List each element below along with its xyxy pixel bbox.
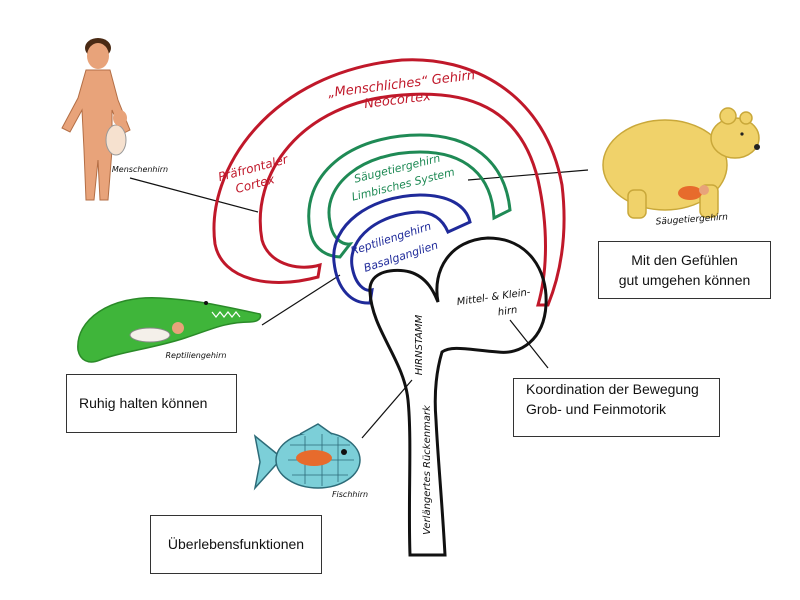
bear-illustration — [602, 107, 760, 219]
fish-caption: Fischhirn — [332, 490, 368, 499]
brainstem-outline — [368, 236, 548, 557]
emotions-box-line1: Mit den Gefühlen — [631, 251, 738, 268]
human-illustration — [61, 38, 131, 201]
neocortex-outline — [212, 58, 566, 307]
medulla-label: Verlängertes Rückenmark — [422, 404, 433, 535]
survival-box: Überlebensfunktionen — [150, 515, 322, 574]
connector-fish-brainstem — [361, 379, 413, 439]
human-child-head — [113, 110, 127, 126]
brainstem-label: HIRNSTAMM — [414, 314, 425, 375]
bear-leg-back — [627, 189, 647, 219]
calm-box-text: Ruhig halten können — [79, 395, 208, 412]
emotions-box-line2: gut umgehen können — [618, 272, 751, 288]
emotions-box: Mit den Gefühlen gut umgehen können — [598, 241, 771, 299]
bear-caption: Säugetiergehirn — [655, 212, 728, 227]
motor-box-line1: Koordination der Bewegung — [526, 381, 699, 397]
crocodile-caption: Reptiliengehirn — [165, 351, 226, 360]
fish-tail — [253, 434, 284, 491]
human-caption: Menschenhirn — [112, 165, 168, 174]
bear-ear — [719, 107, 737, 125]
fish-fin — [299, 423, 333, 435]
human-body — [61, 69, 131, 201]
limbic-outline — [307, 133, 512, 259]
bear-eye — [740, 132, 744, 136]
crocodile-eye — [204, 301, 208, 305]
connector-croc-reptile — [261, 274, 341, 326]
connector-human-prefrontal — [129, 177, 259, 213]
bear-nose — [754, 144, 760, 150]
crocodile-child — [129, 327, 171, 343]
survival-box-text: Überlebensfunktionen — [167, 536, 305, 553]
bear-child — [678, 186, 702, 200]
connector-bear-limbic — [467, 169, 589, 181]
bear-head — [710, 117, 760, 159]
cerebellum-label-2: hirn — [497, 305, 518, 319]
crocodile-teeth — [211, 311, 241, 318]
motor-box: Koordination der Bewegung Grob- und Fein… — [513, 378, 720, 437]
cerebellum-label-1: Mittel- & Klein- — [456, 287, 531, 308]
human-child — [105, 124, 127, 156]
fish-illustration — [253, 423, 361, 491]
crocodile-body — [77, 297, 262, 363]
crocodile-illustration — [77, 297, 262, 363]
bear-child-head — [699, 185, 709, 195]
crocodile-child-head — [172, 322, 184, 334]
human-head — [87, 43, 109, 69]
motor-box-line2: Grob- und Feinmotorik — [526, 401, 667, 418]
calm-box: Ruhig halten können — [66, 374, 237, 433]
fish-eye — [341, 449, 347, 455]
bear-ear-2 — [739, 111, 753, 125]
fish-child — [296, 450, 332, 466]
reptile-outline — [332, 193, 472, 305]
